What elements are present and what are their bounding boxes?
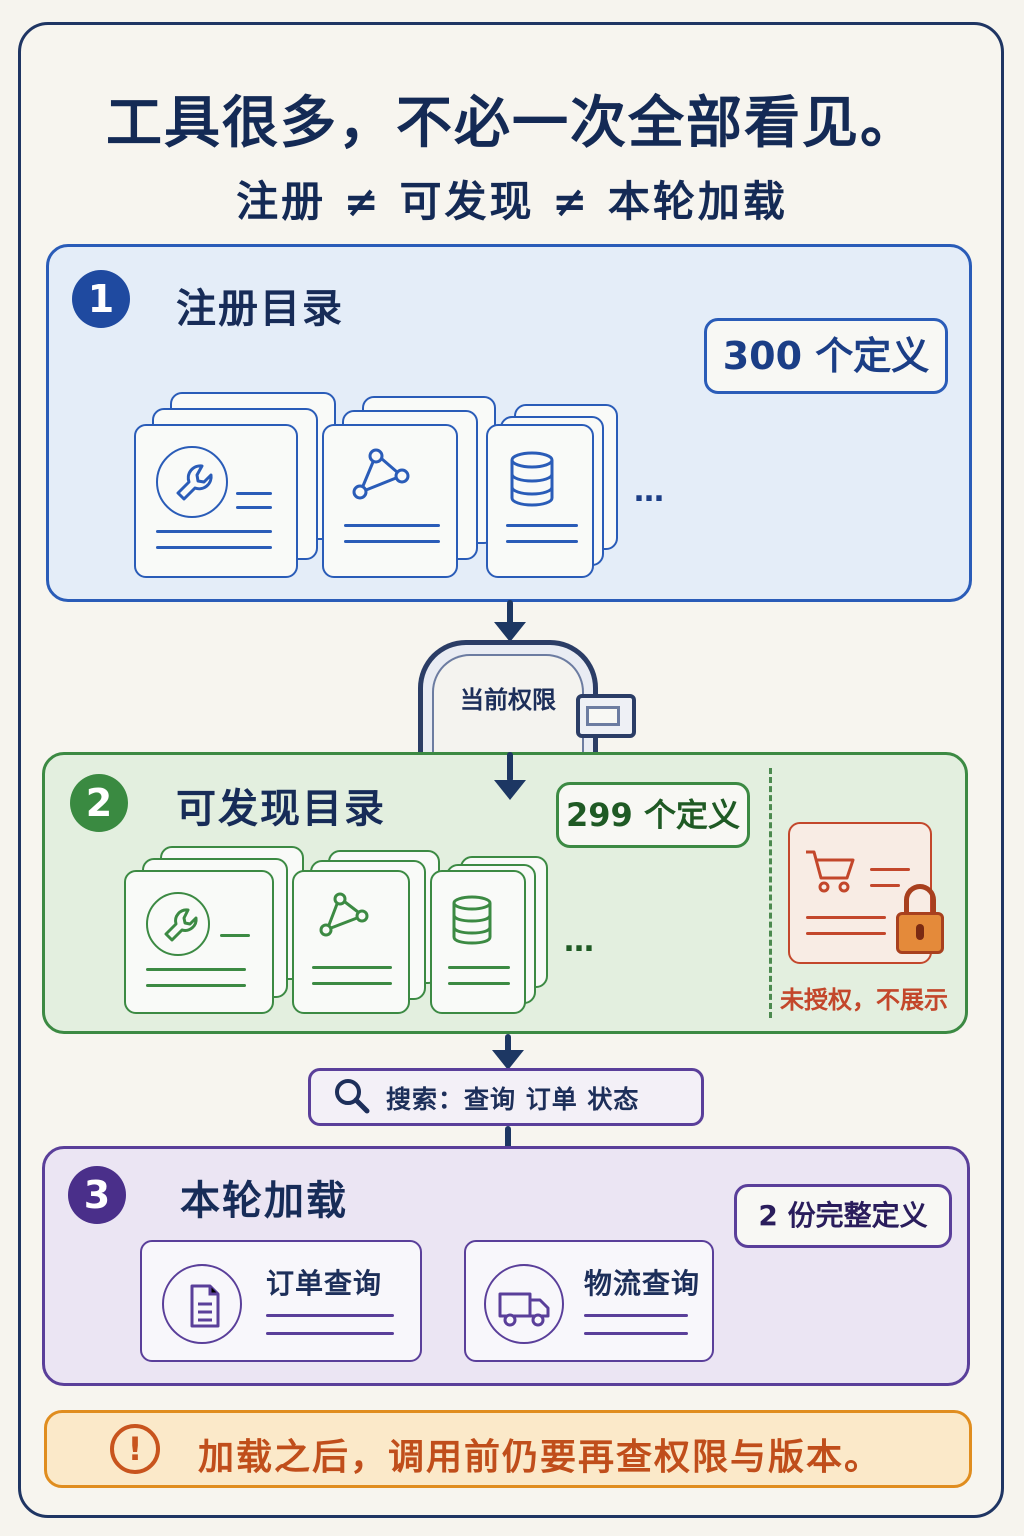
flow-arrow xyxy=(507,752,513,782)
unauthorized-divider xyxy=(769,768,772,1018)
database-icon xyxy=(448,894,500,948)
gate-barrier-window xyxy=(586,706,620,726)
discoverable-count-badge: 299 个定义 xyxy=(556,782,750,848)
more-ellipsis: … xyxy=(634,474,668,509)
registered-catalog-title: 注册目录 xyxy=(176,286,344,332)
registered-count-badge: 300 个定义 xyxy=(704,318,948,394)
step-2-badge: 2 xyxy=(70,774,128,832)
tool-card-wrench xyxy=(134,424,298,578)
warning-banner xyxy=(44,1410,972,1488)
search-icon xyxy=(332,1076,372,1116)
graph-icon xyxy=(348,446,412,510)
loaded-this-turn-title: 本轮加载 xyxy=(180,1178,348,1224)
flow-arrow-head xyxy=(492,1050,524,1070)
tool-card-database xyxy=(430,870,526,1014)
flow-arrow xyxy=(507,600,513,626)
step-3-badge: 3 xyxy=(68,1166,126,1224)
lock-icon xyxy=(904,884,936,918)
wrench-icon xyxy=(146,892,210,956)
graph-icon xyxy=(316,890,372,946)
permission-gate-label: 当前权限 xyxy=(460,686,556,714)
tool-card-database xyxy=(486,424,594,578)
database-icon xyxy=(506,450,562,510)
loaded-tool-card-logistics-query[interactable]: 物流查询 xyxy=(464,1240,714,1362)
flow-arrow-head xyxy=(494,780,526,800)
cart-icon xyxy=(804,846,860,896)
search-query: 搜索：查询 订单 状态 xyxy=(386,1085,640,1114)
wrench-icon xyxy=(156,446,228,518)
search-box[interactable] xyxy=(308,1068,704,1126)
flow-arrow-head xyxy=(494,622,526,642)
page-subtitle: 注册 ≠ 可发现 ≠ 本轮加载 xyxy=(236,177,788,226)
tool-card-wrench xyxy=(124,870,274,1014)
unauthorized-label: 未授权，不展示 xyxy=(780,986,948,1014)
flow-arrow xyxy=(505,1034,511,1056)
discoverable-catalog-title: 可发现目录 xyxy=(176,786,386,832)
loaded-tool-name: 订单查询 xyxy=(266,1267,383,1300)
loaded-tool-card-order-query[interactable]: 订单查询 xyxy=(140,1240,422,1362)
permission-gate-inner xyxy=(432,654,584,752)
document-icon xyxy=(162,1264,242,1344)
tool-card-graph xyxy=(292,870,410,1014)
lock-icon-keyhole xyxy=(916,924,924,940)
loaded-count-badge: 2 份完整定义 xyxy=(734,1184,952,1248)
more-ellipsis: … xyxy=(564,924,598,959)
alert-icon: ! xyxy=(110,1424,160,1474)
lock-icon-body xyxy=(896,912,944,954)
truck-icon xyxy=(484,1264,564,1344)
step-1-badge: 1 xyxy=(72,270,130,328)
tool-card-graph xyxy=(322,424,458,578)
loaded-tool-name: 物流查询 xyxy=(584,1267,701,1300)
page-title: 工具很多，不必一次全部看见。 xyxy=(106,91,918,156)
warning-text: 加载之后，调用前仍要再查权限与版本。 xyxy=(198,1437,883,1478)
